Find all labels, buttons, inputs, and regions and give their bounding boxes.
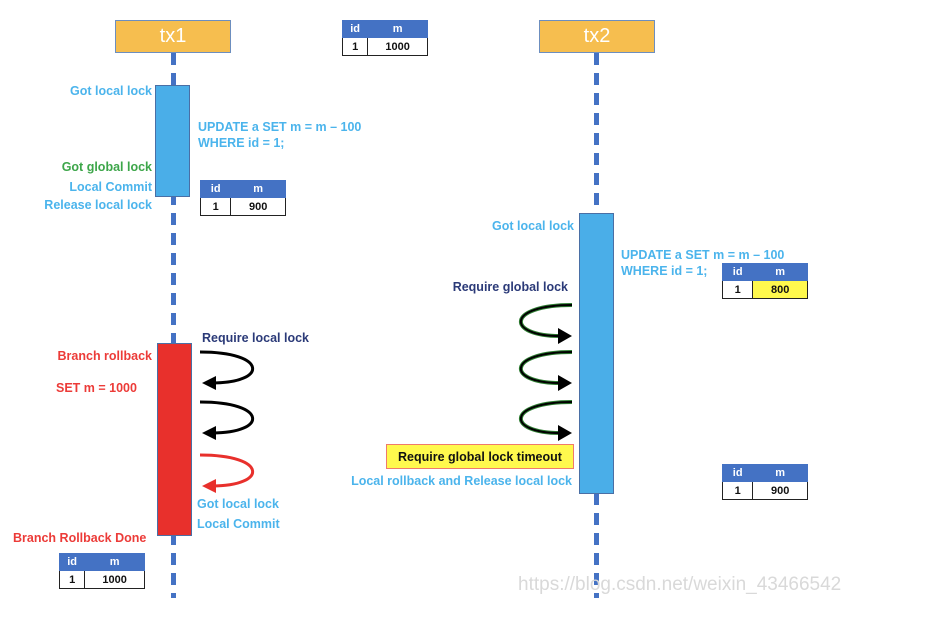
tx2-sql-line2: WHERE id = 1;	[621, 264, 708, 278]
global-lock-retry-arrow-icon	[518, 400, 573, 441]
col-id-header: id	[199, 180, 232, 198]
retry-arrow-icon	[199, 350, 255, 390]
watermark: https://blog.csdn.net/weixin_43466542	[518, 574, 842, 595]
tx1-title: tx1	[159, 25, 187, 47]
tx1-header: tx1	[115, 20, 231, 53]
tx1-update-activation-bar	[155, 85, 190, 197]
timeout-label: Require global lock timeout	[398, 449, 562, 464]
set-m-label: SET m = 1000	[56, 381, 137, 395]
branch-rollback-label: Branch rollback	[57, 349, 152, 363]
tx2-title: tx2	[583, 25, 611, 47]
tx1-sql-line2: WHERE id = 1;	[198, 136, 285, 150]
global-lock-retry-arrow-icon	[518, 303, 573, 344]
cell-m: 900	[752, 481, 808, 500]
cell-m: 1000	[84, 570, 145, 589]
cell-id: 1	[58, 570, 86, 589]
global-lock-retry-arrow-icon	[518, 350, 573, 391]
tx1-local-commit-2-label: Local Commit	[197, 517, 280, 531]
cell-m: 1000	[367, 37, 428, 56]
retry-arrow-icon	[199, 400, 255, 440]
col-id-header: id	[721, 464, 754, 482]
branch-rollback-done-label: Branch Rollback Done	[13, 531, 147, 545]
cell-id: 1	[199, 197, 232, 216]
col-m-header: m	[84, 553, 145, 571]
cell-id: 1	[721, 481, 754, 500]
tx1-rollback-activation-bar	[157, 343, 192, 536]
col-m-header: m	[752, 263, 808, 281]
tx2-sql-line1: UPDATE a SET m = m – 100	[621, 248, 785, 262]
tx1-got-global-lock-label: Got global lock	[61, 160, 152, 174]
tx1-local-commit-label: Local Commit	[69, 180, 152, 194]
require-local-lock-label: Require local lock	[202, 331, 309, 345]
tx1-got-local-lock-label: Got local lock	[70, 84, 152, 98]
col-id-header: id	[58, 553, 86, 571]
tx1-lifeline	[171, 53, 176, 598]
tx1-release-local-lock-label: Release local lock	[44, 198, 152, 212]
cell-m: 900	[230, 197, 286, 216]
tx2-update-activation-bar	[579, 213, 614, 494]
col-m-header: m	[752, 464, 808, 482]
local-rollback-label: Local rollback and Release local lock	[351, 474, 572, 488]
cell-id: 1	[341, 37, 369, 56]
require-global-lock-label: Require global lock	[452, 280, 568, 294]
got-lock-arrow-icon	[199, 453, 255, 493]
tx1-sql-line1: UPDATE a SET m = m – 100	[198, 120, 362, 134]
tx2-got-local-lock-label: Got local lock	[492, 219, 574, 233]
tx2-header: tx2	[539, 20, 655, 53]
global-lock-timeout-box: Require global lock timeout	[386, 444, 574, 469]
tx1-got-local-lock-2-label: Got local lock	[197, 497, 279, 511]
col-m-header: m	[230, 180, 286, 198]
col-id-header: id	[341, 20, 369, 38]
col-m-header: m	[367, 20, 428, 38]
cell-m-highlighted: 800	[752, 280, 808, 299]
cell-id: 1	[721, 280, 754, 299]
col-id-header: id	[721, 263, 754, 281]
